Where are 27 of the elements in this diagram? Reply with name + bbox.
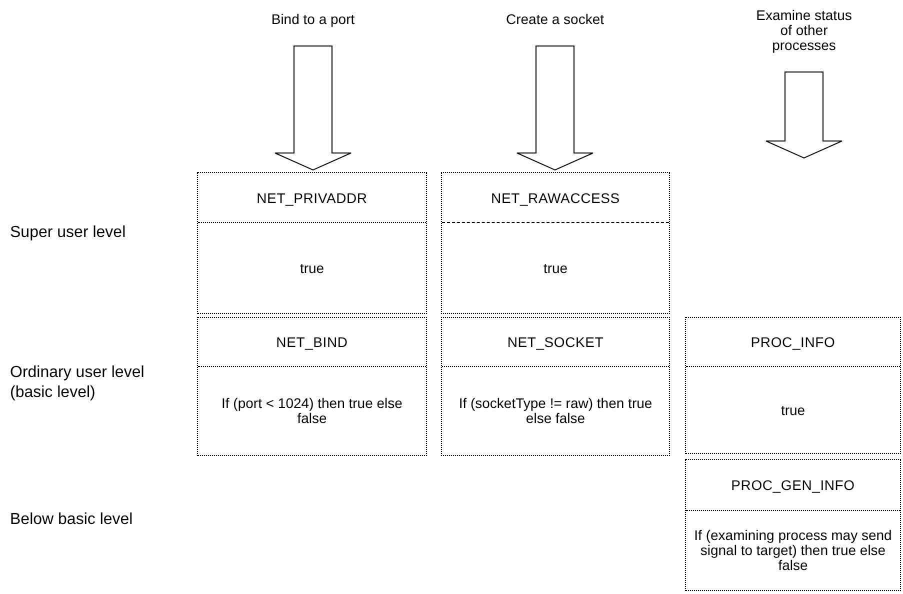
level-label: Super user level (10, 223, 127, 243)
condition-text: true (780, 402, 806, 418)
permission-box (441, 317, 670, 456)
permission-box (197, 172, 427, 314)
level-label: Below basic level (10, 510, 134, 530)
permission-name: PROC_GEN_INFO (731, 477, 855, 493)
action-label: Create a socket (500, 12, 610, 27)
block-arrow (766, 72, 842, 159)
condition-text: If (socketType != raw) then true else false (458, 396, 654, 426)
block-arrow (516, 46, 594, 171)
permission-box (441, 172, 670, 314)
action-label: Bind to a port (258, 12, 368, 27)
permission-name: NET_PRIVADDR (256, 190, 368, 206)
condition-text: If (port < 1024) then true else false (220, 396, 404, 426)
level-label: Ordinary user level (basic level) (10, 363, 146, 403)
condition-text: true (300, 260, 324, 276)
permission-box (685, 317, 901, 454)
action-label: Examine status of other processes (754, 8, 854, 53)
permission-box (197, 317, 427, 456)
permission-box (685, 459, 901, 591)
condition-text: true (543, 260, 568, 276)
permission-name: NET_BIND (276, 334, 348, 350)
permission-name: NET_SOCKET (507, 334, 604, 350)
condition-text: If (examining process may send signal to target) then true else false (693, 528, 893, 573)
permission-name: NET_RAWACCESS (491, 190, 620, 206)
block-arrow (274, 46, 352, 171)
permission-name: PROC_INFO (750, 334, 836, 350)
